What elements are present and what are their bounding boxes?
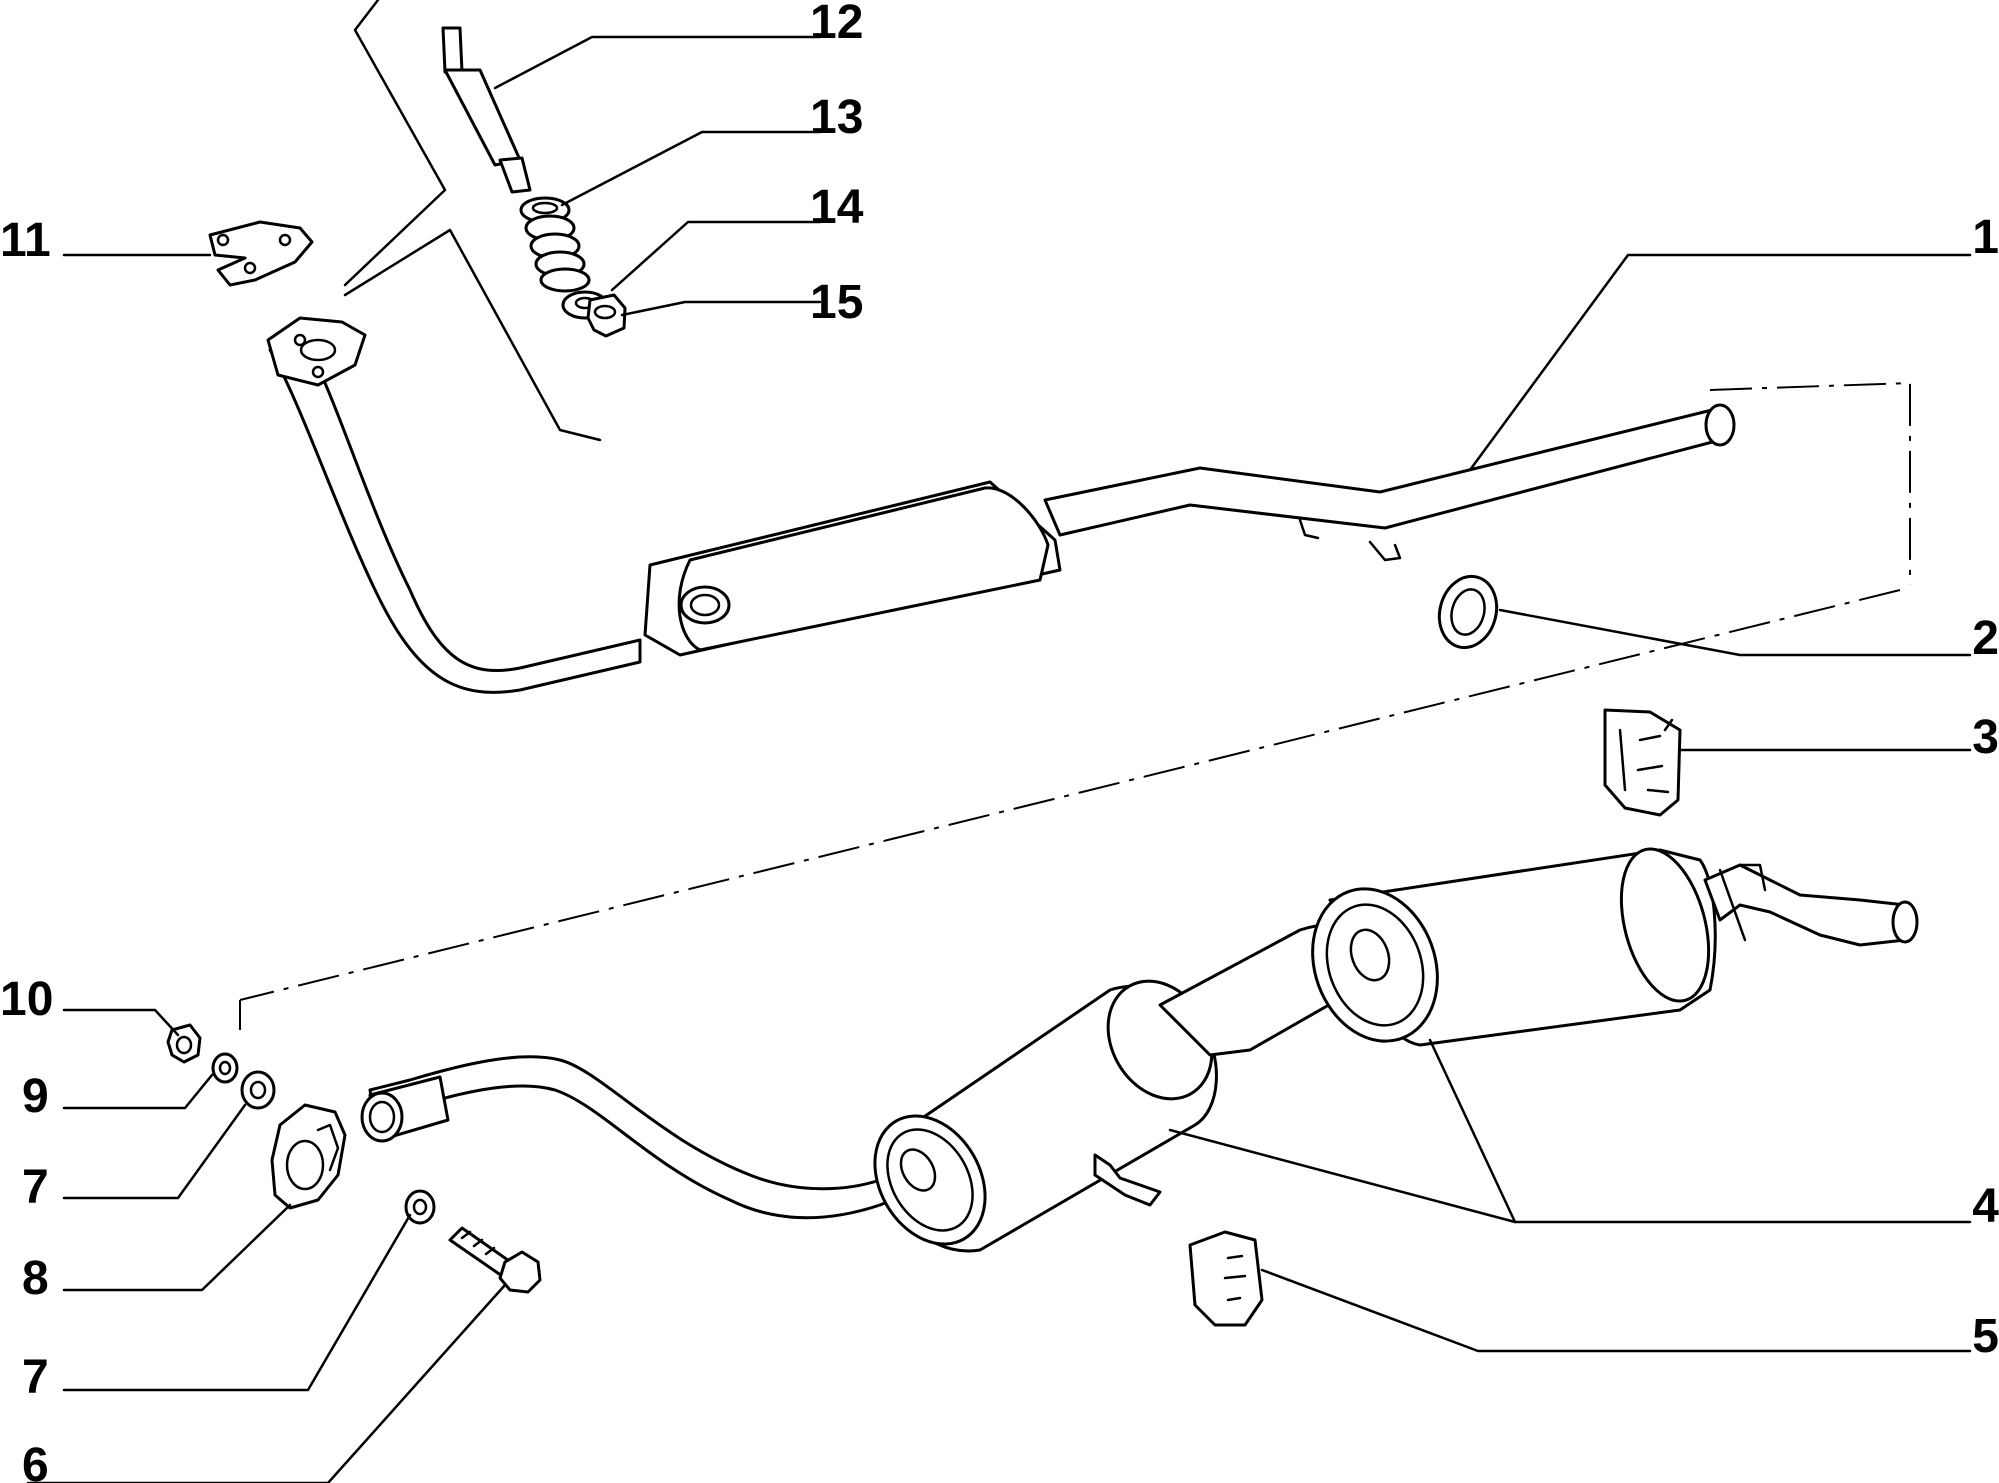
callout-7a: 7 bbox=[22, 1161, 49, 1214]
callout-11: 11 bbox=[0, 214, 51, 267]
callout-10: 10 bbox=[0, 973, 53, 1026]
front-pipe-catalytic-converter bbox=[266, 316, 1736, 694]
callout-13: 13 bbox=[810, 91, 863, 144]
callout-12: 12 bbox=[810, 0, 863, 49]
rubber-mount-5 bbox=[1188, 1230, 1264, 1327]
gasket-ring-2 bbox=[1437, 574, 1499, 650]
lock-washer-9 bbox=[211, 1052, 239, 1084]
assembly-lines bbox=[343, 0, 602, 442]
washer-7a bbox=[240, 1070, 276, 1110]
callout-3: 3 bbox=[1972, 711, 1999, 764]
rear-silencer-assembly bbox=[360, 847, 1919, 1253]
rubber-mount-3 bbox=[1603, 708, 1682, 817]
washer-7b bbox=[404, 1189, 436, 1225]
callout-14: 14 bbox=[810, 181, 864, 234]
leader-lines bbox=[26, 35, 1972, 1483]
alignment-lines bbox=[239, 381, 1911, 1030]
callout-5: 5 bbox=[1972, 1310, 1999, 1363]
callout-2: 2 bbox=[1972, 612, 1999, 665]
callout-1: 1 bbox=[1972, 211, 1999, 264]
callout-8: 8 bbox=[22, 1252, 49, 1305]
bolt-6 bbox=[448, 1226, 542, 1294]
clamp-8 bbox=[270, 1103, 347, 1210]
nut-15 bbox=[586, 293, 627, 338]
spring-13 bbox=[519, 196, 591, 293]
callout-6: 6 bbox=[22, 1439, 49, 1483]
callout-9: 9 bbox=[22, 1070, 49, 1123]
callout-4: 4 bbox=[1972, 1180, 1999, 1233]
stud-12 bbox=[441, 26, 532, 194]
callout-7b: 7 bbox=[22, 1351, 49, 1404]
callout-15: 15 bbox=[810, 276, 863, 329]
flange-plate-11 bbox=[208, 220, 314, 287]
